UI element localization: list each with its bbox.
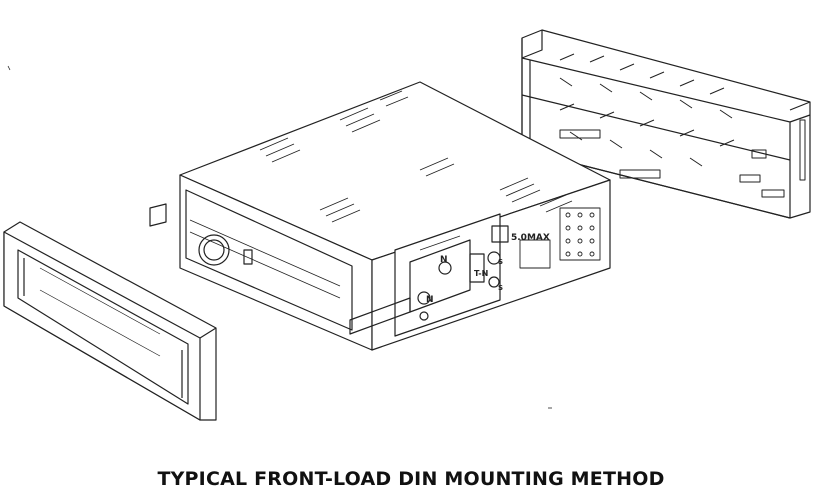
release-tab: [150, 204, 166, 226]
screw: [492, 226, 508, 242]
t-n-label: T-N: [474, 269, 488, 278]
n-lower-label: N: [426, 295, 434, 305]
caption: TYPICAL FRONT-LOAD DIN MOUNTING METHOD: [0, 468, 822, 490]
n-upper-label: N: [440, 255, 448, 265]
s-lower-label: S: [498, 284, 503, 292]
din-mounting-illustration: 5.0MAX N N T-N S S: [0, 0, 822, 440]
max-screw-label: 5.0MAX: [511, 233, 550, 243]
s-upper-label: S: [498, 258, 503, 266]
